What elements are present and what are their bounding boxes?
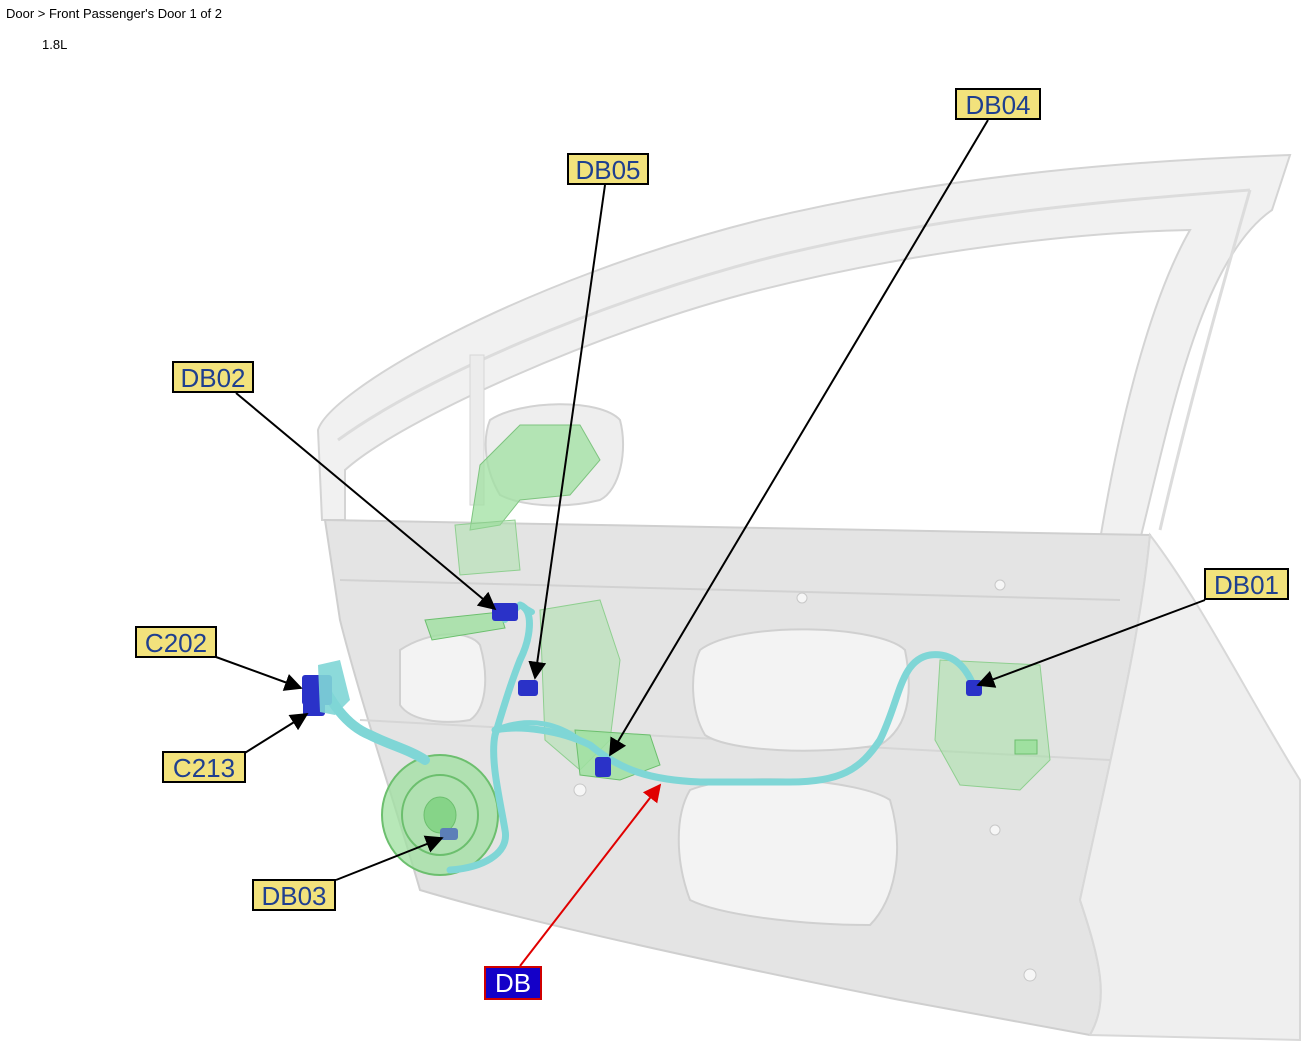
breadcrumb: Door > Front Passenger's Door 1 of 2 bbox=[6, 6, 223, 21]
callout-c202: C202 bbox=[135, 626, 217, 658]
callout-db04: DB04 bbox=[955, 88, 1041, 120]
callout-db05: DB05 bbox=[567, 153, 649, 185]
callout-db03: DB03 bbox=[252, 879, 336, 911]
leader-line-db02 bbox=[235, 392, 497, 611]
mirror-assembly bbox=[454, 403, 624, 576]
connector-db02 bbox=[492, 603, 518, 621]
leader-line-db03 bbox=[335, 835, 444, 881]
connector-c213 bbox=[303, 700, 325, 716]
leader-line-db04 bbox=[609, 119, 989, 757]
leader-line-db05 bbox=[528, 184, 606, 680]
leader-line-c202 bbox=[215, 656, 303, 691]
door-panel bbox=[323, 518, 1301, 1042]
callout-db: DB bbox=[484, 966, 542, 1000]
connector-db03 bbox=[440, 828, 458, 840]
leader-line-db bbox=[519, 783, 662, 967]
connector-db05 bbox=[518, 680, 538, 696]
connector-db01 bbox=[966, 680, 982, 696]
speaker bbox=[381, 754, 499, 876]
leader-line-db01 bbox=[976, 599, 1206, 688]
door-frame bbox=[316, 153, 1292, 541]
leader-lines bbox=[215, 119, 1206, 967]
callout-c213: C213 bbox=[162, 751, 246, 783]
engine-label: 1.8L bbox=[42, 37, 68, 52]
callout-db01: DB01 bbox=[1204, 568, 1289, 600]
leader-line-c213 bbox=[239, 713, 309, 757]
connector-db04 bbox=[595, 757, 611, 777]
callout-db02: DB02 bbox=[172, 361, 254, 393]
